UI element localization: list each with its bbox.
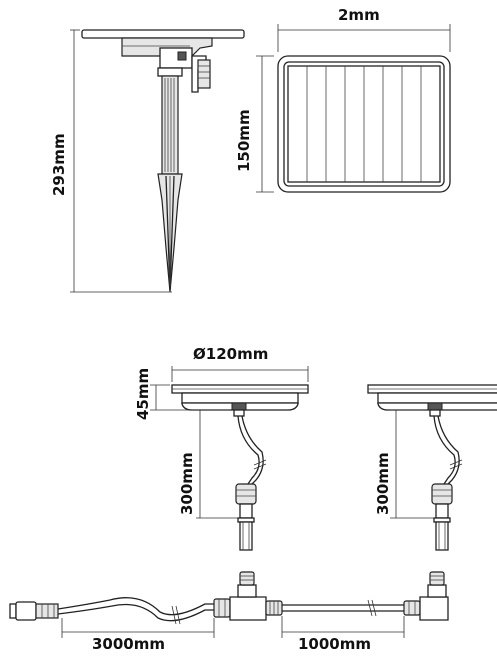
light-diameter-label: Ø120mm (193, 345, 269, 363)
solar-panel-cells (306, 66, 422, 182)
harness-t-connector-body (229, 596, 267, 621)
cable-left-label: 300mm (178, 452, 196, 515)
main-cable-label: 3000mm (92, 635, 166, 653)
solar-panel (256, 24, 451, 193)
panel-thickness-label: 2mm (338, 6, 380, 24)
stake-assembly (70, 29, 245, 293)
harness-main-cable (57, 597, 214, 616)
stake-top-cap (81, 29, 245, 39)
stake-shaft (161, 75, 179, 175)
harness-end-pin (9, 603, 17, 619)
light-left-plug (235, 483, 257, 505)
extension-cable-label: 1000mm (298, 635, 372, 653)
cable-harness (9, 571, 449, 638)
light-left-cable (237, 415, 260, 485)
light-fixture-left (150, 366, 309, 551)
light-right-cable (433, 415, 456, 485)
panel-height-label: 150mm (235, 109, 253, 172)
light-right-plug (431, 483, 453, 505)
cable-right-label: 300mm (374, 452, 392, 515)
harness-t-connector-top (239, 571, 255, 586)
harness-elbow-body (419, 596, 449, 621)
harness-elbow-nut (403, 600, 421, 616)
harness-end-plug (15, 601, 37, 621)
stake-height-label: 293mm (50, 133, 68, 196)
light-height-label: 45mm (134, 367, 152, 420)
harness-t-connector-left-nut (213, 598, 231, 618)
harness-elbow-top (429, 571, 445, 586)
stake-connector-block (159, 47, 193, 69)
light-fixture-right (367, 384, 497, 551)
